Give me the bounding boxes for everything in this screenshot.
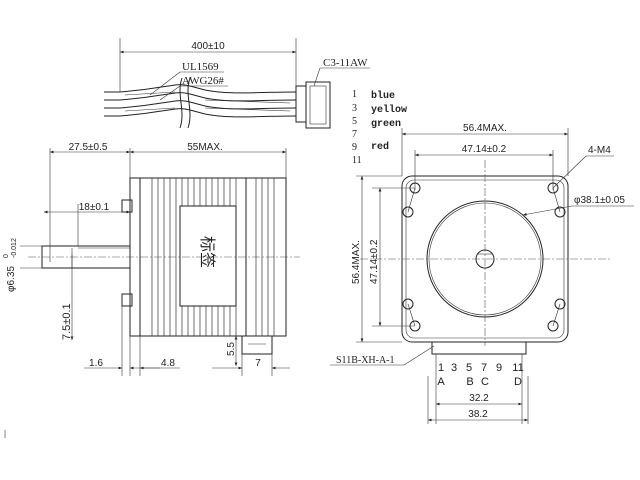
nameplate-label-area [179, 205, 237, 307]
wire-color-yellow: yellow [371, 104, 407, 116]
mount-holes-label: 4-M4 [588, 145, 611, 156]
flange-thickness-label: 1.6 [89, 358, 103, 369]
cable-spec-label: UL1569 [182, 61, 219, 73]
connector-pin-numbers: 1 3 5 7 9 11 [438, 362, 524, 374]
lead-length-label: 400±10 [191, 41, 225, 52]
pin-span-outer-label: 38.2 [468, 409, 488, 420]
nameplate-text: 标签 [198, 236, 216, 268]
lead-pin-3: 3 [352, 103, 357, 114]
front-connector [431, 341, 527, 355]
wire-color-red: red [371, 141, 389, 153]
connector-housing [305, 81, 331, 129]
flat-depth-label: 7.5±0.1 [61, 303, 73, 340]
pilot-diameter-label: φ38.1±0.05 [574, 195, 625, 206]
front-height-label: 56.4MAX. [351, 240, 362, 284]
lead-pin-1: 1 [352, 89, 357, 100]
lead-pin-9: 9 [352, 142, 357, 153]
connector-pin-letter-b: B [466, 376, 473, 388]
shaft-diameter-tol-lower: -0.012 [11, 238, 18, 258]
connector-label: C3-11AW [323, 57, 368, 69]
mount-holes [402, 182, 566, 332]
shaft-diameter-label: φ6.35 [6, 266, 17, 292]
connector-pin-9: 9 [496, 362, 502, 374]
wire-color-blue: blue [371, 90, 395, 102]
wire-break-mark [179, 77, 183, 129]
front-width-label: 56.4MAX. [463, 123, 507, 134]
connector-pin-letter-a: A [437, 376, 445, 388]
lead-pin-5: 5 [352, 116, 357, 127]
connector-pin-7: 7 [481, 362, 487, 374]
lead-pin-11: 11 [352, 155, 362, 166]
side-view: 27.5±0.5 55MAX. 18±0.1 φ6.35 0 -0.012 7.… [3, 142, 300, 376]
connector-pin-5: 5 [466, 362, 472, 374]
connector-pin-letter-c: C [481, 376, 489, 388]
connector-pin-letter-d: D [514, 376, 522, 388]
connector-pin-letters: A B C D [437, 376, 522, 388]
body-length-label: 55MAX. [187, 142, 223, 153]
mount-hole-tr [547, 182, 559, 194]
shaft-length-label: 27.5±0.5 [69, 142, 108, 153]
lead-pin-7: 7 [352, 129, 357, 140]
connector-pin-11: 11 [512, 362, 523, 374]
hole-spacing-x-label: 47.14±0.2 [462, 144, 507, 155]
pin-span-inner-label: 32.2 [469, 393, 489, 404]
lead-wires [119, 77, 297, 129]
hole-spacing-y-label: 47.14±0.2 [369, 239, 380, 284]
mount-hole-br [547, 320, 559, 332]
connector-height-label: 5.5 [226, 342, 237, 356]
connector-model-label: S11B-XH-A-1 [336, 355, 395, 366]
boss-height-label: 4.8 [161, 358, 175, 369]
connector-depth-label: 7 [255, 358, 261, 369]
connector-pin-1: 1 [438, 362, 444, 374]
wire-gauge-label: AWG26# [182, 75, 224, 87]
shaft-diameter-tol-upper: 0 [3, 254, 10, 258]
connector-pin-3: 3 [451, 362, 457, 374]
front-view: 56.4MAX. 47.14±0.2 [330, 123, 634, 424]
connector-housing-front [295, 85, 307, 123]
side-connector [241, 335, 273, 355]
cooling-fins [151, 178, 275, 336]
wire-color-green: green [371, 119, 401, 130]
flat-length-label: 18±0.1 [79, 202, 110, 213]
wire-pin-legend: 1 3 5 7 9 11 blue yellow green red [352, 89, 407, 166]
lead-wire-group: 400±10 UL1569 AWG26# C3-11AW [104, 38, 407, 166]
